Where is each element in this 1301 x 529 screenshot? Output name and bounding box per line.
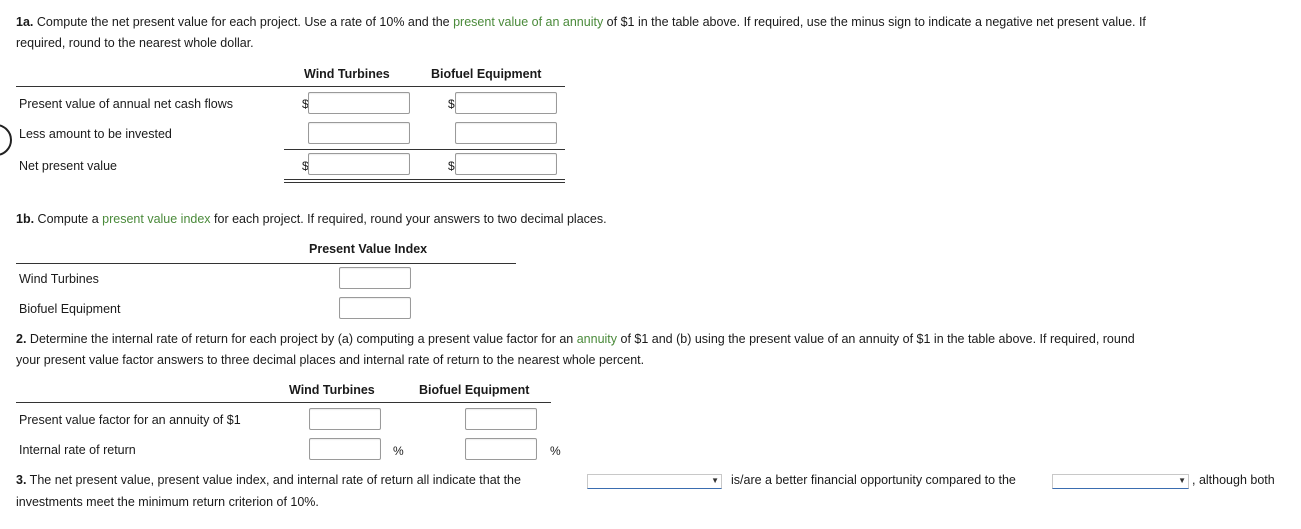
- q1a-biofuel-npv-input[interactable]: [455, 153, 557, 175]
- q1b-instructions: 1b. Compute a present value index for ea…: [16, 209, 1291, 230]
- dropdown-arrow-icon: ▼: [1178, 476, 1186, 485]
- q1a-row-label-amount-invested: Less amount to be invested: [19, 127, 172, 141]
- q3-text-line1: 3. The net present value, present value …: [16, 473, 521, 487]
- q3-number: 3.: [16, 473, 27, 487]
- q1a-wind-amount-invested-input[interactable]: [308, 122, 410, 144]
- q3-text-part3: , although both: [1192, 473, 1275, 487]
- q1b-text-part2: for each project. If required, round you…: [210, 212, 607, 226]
- q1a-dollar-sign: $: [448, 97, 455, 111]
- q1a-wind-npv-input[interactable]: [308, 153, 410, 175]
- q1a-dollar-sign: $: [302, 159, 309, 173]
- q1b-number: 1b.: [16, 212, 35, 226]
- q1b-biofuel-pvi-input[interactable]: [339, 297, 411, 319]
- q3-text-part4: investments meet the minimum return crit…: [16, 495, 319, 509]
- q1a-wind-pv-cash-flows-input[interactable]: [308, 92, 410, 114]
- q2-number: 2.: [16, 332, 27, 346]
- q2-instructions: 2. Determine the internal rate of return…: [16, 329, 1291, 371]
- q3-text-part2: is/are a better financial opportunity co…: [731, 473, 1016, 487]
- q2-wind-pv-factor-input[interactable]: [309, 408, 381, 430]
- q1a-col-header-biofuel: Biofuel Equipment: [431, 67, 542, 81]
- q1a-text-part3: required, round to the nearest whole dol…: [16, 36, 254, 50]
- q1a-link-present-value-annuity[interactable]: present value of an annuity: [453, 15, 604, 29]
- q1a-instructions: 1a. Compute the net present value for ea…: [16, 12, 1291, 54]
- q2-row-label-pv-factor: Present value factor for an annuity of $…: [19, 413, 241, 427]
- q1b-row-label-wind: Wind Turbines: [19, 272, 99, 286]
- q2-text-part3: your present value factor answers to thr…: [16, 353, 645, 367]
- q1a-col-header-wind: Wind Turbines: [304, 67, 390, 81]
- q1a-biofuel-pv-cash-flows-input[interactable]: [455, 92, 557, 114]
- q2-text-part2: of $1 and (b) using the present value of…: [617, 332, 1135, 346]
- q1b-link-present-value-index[interactable]: present value index: [102, 212, 211, 226]
- q1a-header-rule: [16, 86, 565, 87]
- q1b-header-rule: [16, 263, 516, 264]
- q2-header-rule: [16, 402, 551, 403]
- q2-text-part1: Determine the internal rate of return fo…: [26, 332, 577, 346]
- q3-better-project-select[interactable]: ▼: [587, 474, 722, 489]
- dropdown-arrow-icon: ▼: [711, 476, 719, 485]
- q2-col-header-biofuel: Biofuel Equipment: [419, 383, 530, 397]
- q1a-row-label-npv: Net present value: [19, 159, 117, 173]
- q1a-total-rule-top: [284, 179, 565, 180]
- q1b-col-header: Present Value Index: [309, 242, 428, 256]
- q1a-total-rule-bottom: [284, 182, 565, 183]
- q1a-text-part1: Compute the net present value for each p…: [33, 15, 454, 29]
- q1a-subtotal-rule: [284, 149, 565, 150]
- q1a-dollar-sign: $: [448, 159, 455, 173]
- q2-biofuel-irr-input[interactable]: [465, 438, 537, 460]
- q2-percent-sign: %: [393, 444, 404, 458]
- q1a-row-label-pv-cash-flows: Present value of annual net cash flows: [19, 97, 234, 111]
- side-circle-decoration: [0, 124, 12, 156]
- q1b-text-part1: Compute a: [34, 212, 103, 226]
- q2-biofuel-pv-factor-input[interactable]: [465, 408, 537, 430]
- q1b-row-label-biofuel: Biofuel Equipment: [19, 302, 121, 316]
- q2-row-label-irr: Internal rate of return: [19, 443, 136, 457]
- q1a-number: 1a.: [16, 15, 34, 29]
- q1b-wind-pvi-input[interactable]: [339, 267, 411, 289]
- q2-link-annuity[interactable]: annuity: [576, 332, 618, 346]
- q2-percent-sign: %: [550, 444, 561, 458]
- q2-wind-irr-input[interactable]: [309, 438, 381, 460]
- q1a-biofuel-amount-invested-input[interactable]: [455, 122, 557, 144]
- q2-col-header-wind: Wind Turbines: [289, 383, 375, 397]
- q3-text-part1: The net present value, present value ind…: [26, 473, 521, 487]
- q3-compared-project-select[interactable]: ▼: [1052, 474, 1189, 489]
- q1a-dollar-sign: $: [302, 97, 309, 111]
- q1a-text-part2: of $1 in the table above. If required, u…: [603, 15, 1146, 29]
